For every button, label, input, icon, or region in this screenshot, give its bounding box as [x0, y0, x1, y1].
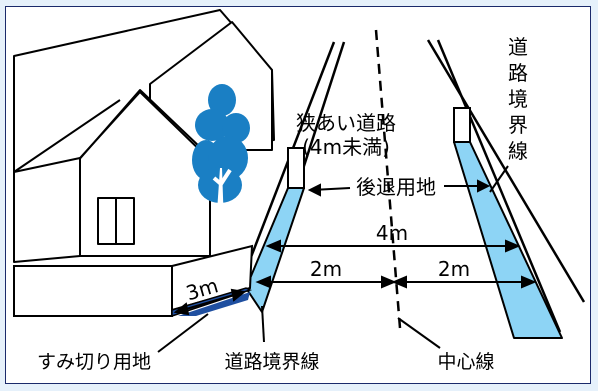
dimension-arrows	[173, 179, 537, 316]
right-road-edge-inner	[436, 39, 562, 333]
boundary-char: 界	[508, 113, 528, 137]
right-road-edge-outer	[426, 39, 586, 303]
boundary-char: 道	[508, 35, 528, 59]
narrow-road-sublabel: (4m未満)	[302, 135, 390, 159]
width-left-label: 2m	[310, 257, 342, 281]
width-total-label: 4m	[376, 221, 408, 245]
boundary-vertical-label: 道 路 境 界 線	[508, 35, 528, 163]
boundary-char: 境	[508, 87, 528, 111]
narrow-road-label: 狭あい道路	[296, 111, 396, 135]
leader-lines	[157, 165, 509, 353]
width-right-label: 2m	[438, 257, 470, 281]
center-line-label: 中心線	[437, 351, 494, 373]
house-icon	[13, 9, 275, 263]
boundary-char: 線	[508, 139, 528, 163]
tree-icon	[192, 84, 250, 226]
setback-land-label: 後退用地	[356, 175, 436, 199]
boundary-char: 路	[508, 61, 528, 85]
road-boundary-line-label: 道路境界線	[224, 351, 319, 373]
corner-cut-land-label: すみ切り用地	[37, 351, 151, 373]
